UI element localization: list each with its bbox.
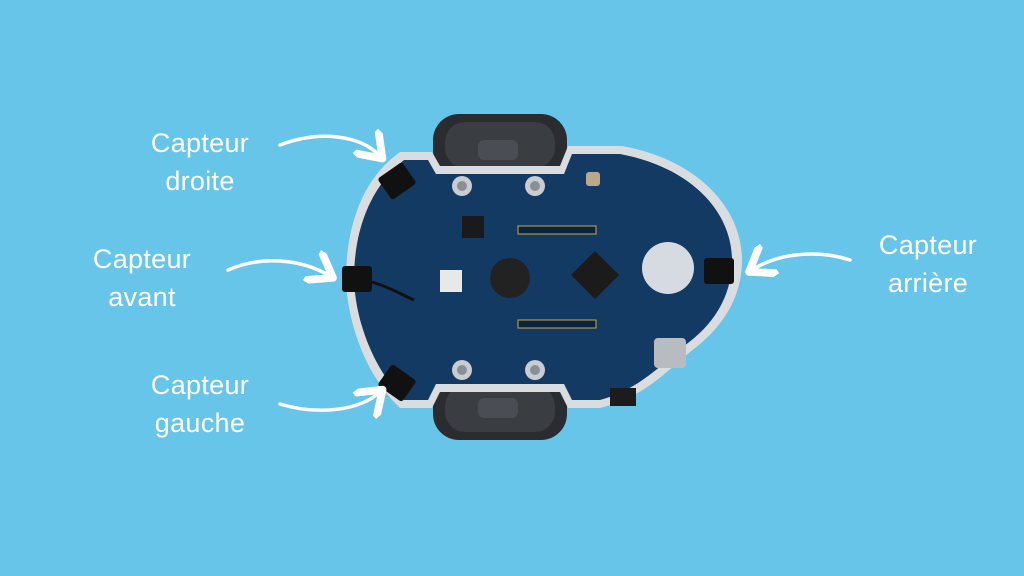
label-rear-sensor: Capteur arrière	[858, 226, 998, 302]
label-right-sensor-line1: Capteur	[150, 128, 250, 158]
bottom-wheel	[433, 378, 567, 440]
label-rear-sensor-line1: Capteur	[878, 230, 978, 260]
label-front-sensor: Capteur avant	[72, 240, 212, 316]
header-pins-bottom	[517, 319, 597, 329]
sensor-left-part	[378, 364, 416, 402]
pcb-board	[354, 154, 732, 400]
label-front-sensor-line1: Capteur	[92, 244, 192, 274]
arrow-right-sensor	[278, 136, 380, 156]
arrow-front-sensor	[226, 261, 330, 276]
light-sensor	[642, 242, 694, 294]
usb-port	[654, 338, 686, 368]
label-left-sensor: Capteur gauche	[130, 366, 270, 442]
header-pins-top	[517, 225, 597, 235]
switch	[610, 388, 636, 406]
arrow-left-sensor	[278, 392, 380, 410]
screw-top-right	[525, 176, 545, 196]
arrow-rear-sensor	[752, 254, 852, 270]
label-rear-sensor-line2: arrière	[887, 268, 969, 298]
label-right-sensor: Capteur droite	[130, 124, 270, 200]
microcontroller	[570, 250, 620, 300]
sensor-wire	[371, 280, 415, 302]
label-front-sensor-line2: avant	[108, 282, 176, 312]
sensor-rear-part	[704, 258, 734, 284]
screw-top-left	[452, 176, 472, 196]
label-left-sensor-line1: Capteur	[150, 370, 250, 400]
buzzer	[490, 258, 530, 298]
label-left-sensor-line2: gauche	[154, 408, 246, 438]
button-top	[586, 172, 600, 186]
screw-bottom-right	[525, 360, 545, 380]
label-right-sensor-line2: droite	[165, 166, 235, 196]
top-wheel	[433, 114, 567, 176]
screw-bottom-left	[452, 360, 472, 380]
chip-small	[462, 216, 484, 238]
sensor-front-part	[342, 266, 372, 292]
sensor-right-part	[378, 162, 416, 200]
rgb-led	[440, 270, 462, 292]
